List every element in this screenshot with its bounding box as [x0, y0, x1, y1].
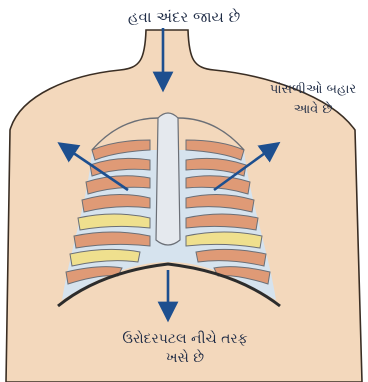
ribs-out-label-line2: આવે છે — [258, 100, 368, 120]
air-enters-label: હવા અંદર જાય છે — [84, 8, 284, 26]
diaphragm-down-label: ઉરોદરપટલ નીચે તરફ ખસે છે — [40, 330, 330, 368]
sternum — [156, 113, 180, 245]
diaphragm-down-label-line2: ખસે છે — [40, 349, 330, 368]
ribs-out-label: પાંસળીઓ બહાર આવે છે — [258, 80, 368, 120]
ribs-out-label-line1: પાંસળીઓ બહાર — [258, 80, 368, 100]
diaphragm-down-label-line1: ઉરોદરપટલ નીચે તરફ — [40, 330, 330, 349]
